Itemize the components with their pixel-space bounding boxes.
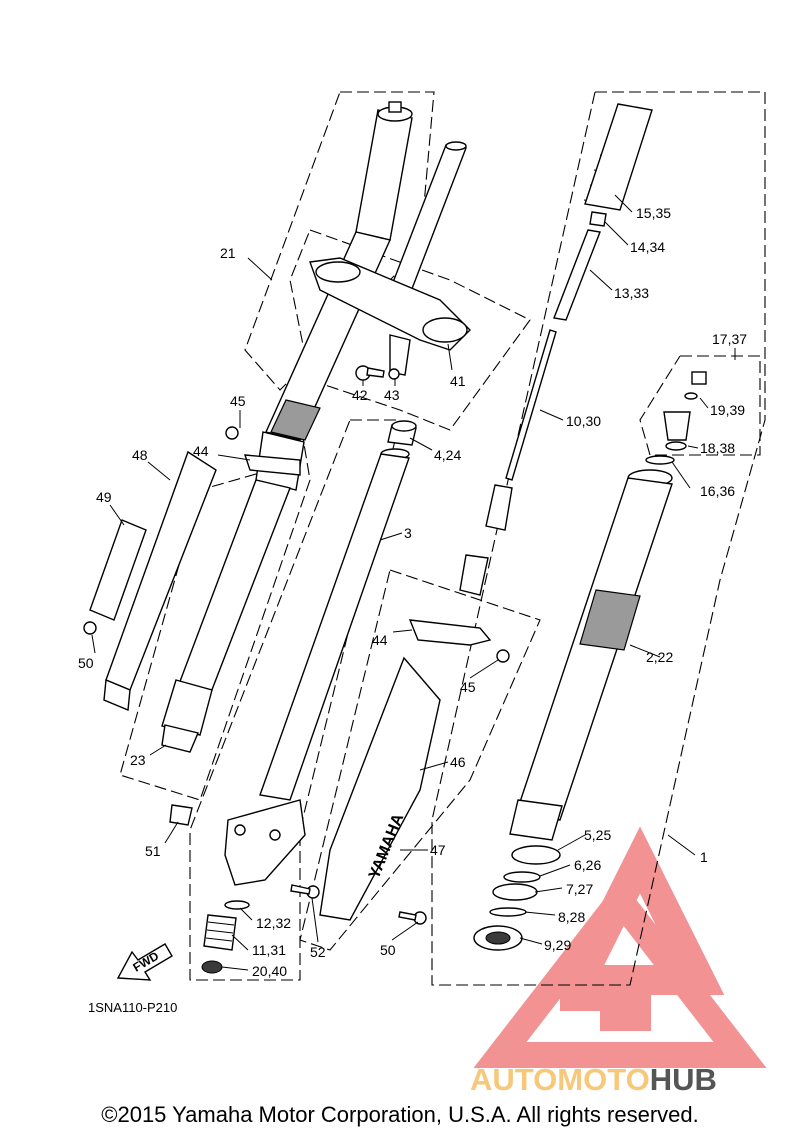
watermark-brand-part2: HUB <box>650 1062 717 1097</box>
callout-45-lower: 45 <box>460 679 476 695</box>
copyright-notice: ©2015 Yamaha Motor Corporation, U.S.A. A… <box>101 1102 699 1127</box>
bolt-52 <box>290 884 320 899</box>
callout-19-39: 19,39 <box>710 402 745 418</box>
callout-3: 3 <box>404 525 412 541</box>
guard-bracket-upper <box>225 426 301 476</box>
guard-48 <box>103 450 217 712</box>
nut-14-34 <box>589 211 607 227</box>
callout-45-upper: 45 <box>230 393 246 409</box>
spacer-13-33 <box>553 229 601 321</box>
callout-12-32: 12,32 <box>256 915 291 931</box>
spring-15-35 <box>583 103 653 211</box>
callout-9-29: 9,29 <box>544 937 571 953</box>
callout-43: 43 <box>384 387 400 403</box>
guard-bracket-lower <box>408 619 510 663</box>
bottom-valve-parts <box>201 900 250 974</box>
callout-5-25: 5,25 <box>584 827 611 843</box>
callout-labels: 21 45 44 48 49 50 23 42 43 41 4,24 3 44 … <box>78 205 747 979</box>
callout-23: 23 <box>130 752 146 768</box>
fwd-arrow: FWD <box>116 943 173 981</box>
outline-bracket <box>289 229 531 431</box>
watermark-brand: AUTOMOTOHUB <box>470 1062 717 1097</box>
outline-right-assembly <box>431 91 766 986</box>
callout-44-lower: 44 <box>372 632 388 648</box>
callout-48: 48 <box>132 447 148 463</box>
callout-52: 52 <box>310 944 326 960</box>
callout-4-24: 4,24 <box>434 447 461 463</box>
left-fork-tube-assembly <box>161 101 413 753</box>
callout-50-right: 50 <box>380 942 396 958</box>
clip-51 <box>169 804 193 826</box>
cap-bolt <box>645 371 707 465</box>
outline-guard <box>299 569 541 951</box>
outline-lower-left <box>189 419 401 981</box>
callout-7-27: 7,27 <box>566 881 593 897</box>
watermark-brand-part1: AUTOMOTO <box>470 1062 650 1097</box>
callout-51: 51 <box>145 843 161 859</box>
diagram-code: 1SNA110-P210 <box>88 1000 177 1015</box>
callout-14-34: 14,34 <box>630 239 665 255</box>
callout-11-31: 11,31 <box>252 942 286 958</box>
callout-2-22: 2,22 <box>646 649 673 665</box>
callout-46: 46 <box>450 754 466 770</box>
outer-tube-3 <box>224 448 410 886</box>
upper-bracket <box>309 257 471 376</box>
callout-20-40: 20,40 <box>252 963 287 979</box>
callout-10-30: 10,30 <box>566 413 601 429</box>
label-49 <box>89 519 147 621</box>
callout-47: 47 <box>430 842 446 858</box>
bolt-50b <box>398 911 427 925</box>
callout-44-upper: 44 <box>193 443 209 459</box>
damper-rod <box>459 329 557 596</box>
callout-13-33: 13,33 <box>614 285 649 301</box>
collar-4-24 <box>387 420 417 446</box>
leader-lines <box>91 194 736 971</box>
callout-1: 1 <box>700 849 708 865</box>
callout-16-36: 16,36 <box>700 483 735 499</box>
watermark-logo <box>473 826 767 1068</box>
slider-guard-46: YAMAHA <box>319 656 441 921</box>
callout-42: 42 <box>352 387 368 403</box>
callout-15-35: 15,35 <box>636 205 671 221</box>
callout-41: 41 <box>450 373 466 389</box>
inner-tube-2-22 <box>509 469 673 841</box>
callout-6-26: 6,26 <box>574 857 601 873</box>
callout-17-37: 17,37 <box>712 331 747 347</box>
callout-18-38: 18,38 <box>700 440 735 456</box>
bolt-50a <box>83 621 97 635</box>
seal-stack <box>473 845 561 951</box>
callout-21: 21 <box>220 245 236 261</box>
callout-8-28: 8,28 <box>558 909 585 925</box>
callout-50-left: 50 <box>78 655 94 671</box>
callout-49: 49 <box>96 489 112 505</box>
